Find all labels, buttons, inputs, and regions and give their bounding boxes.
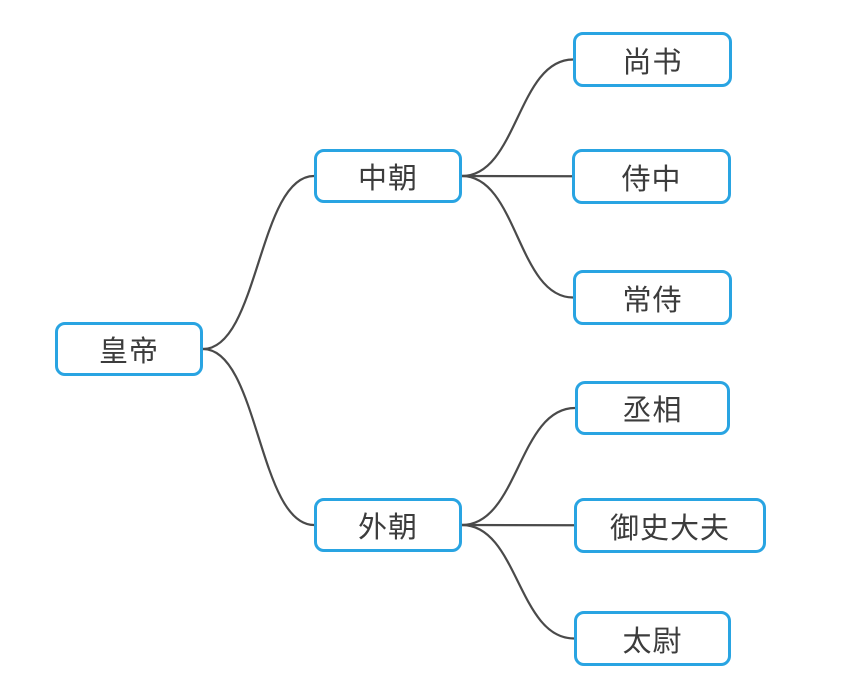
mindmap-node-taiwei[interactable]: 太尉 xyxy=(574,611,731,666)
mindmap-node-yushidafu[interactable]: 御史大夫 xyxy=(574,498,766,553)
connector-waichao-chengxiang xyxy=(460,406,577,527)
connector-zhongchao-shangshu xyxy=(460,58,575,178)
connector-huangdi-waichao xyxy=(201,347,316,527)
mindmap-node-shizhong[interactable]: 侍中 xyxy=(572,149,731,204)
mindmap-node-changshi[interactable]: 常侍 xyxy=(573,270,732,325)
mindmap-node-zhongchao[interactable]: 中朝 xyxy=(314,149,462,203)
connector-huangdi-zhongchao xyxy=(201,174,316,351)
mindmap-node-chengxiang[interactable]: 丞相 xyxy=(575,381,730,435)
mindmap-node-huangdi[interactable]: 皇帝 xyxy=(55,322,203,376)
connector-waichao-taiwei xyxy=(460,523,576,640)
mindmap-node-shangshu[interactable]: 尚书 xyxy=(573,32,732,87)
mindmap-node-waichao[interactable]: 外朝 xyxy=(314,498,462,552)
connector-zhongchao-changshi xyxy=(460,174,575,299)
